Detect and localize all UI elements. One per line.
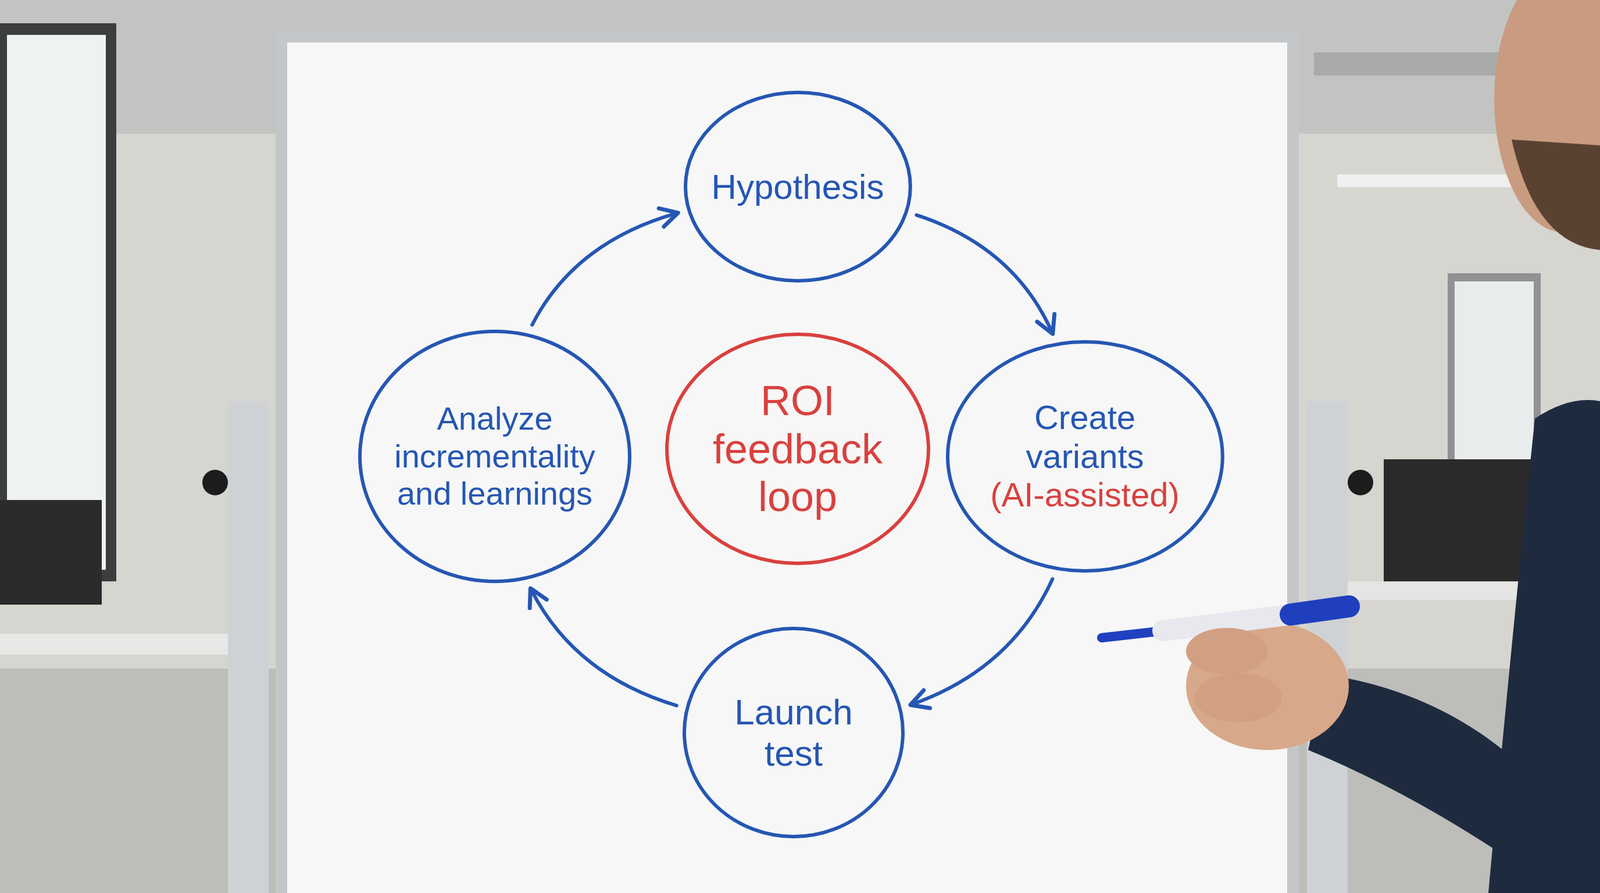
stand-knob [1347, 469, 1374, 496]
circle-stroke [359, 331, 630, 582]
arrow-head [910, 690, 931, 709]
hand [1186, 622, 1349, 750]
arrow-head [658, 208, 678, 227]
process-circle: Hypothesis [682, 89, 914, 284]
center-circle: ROI feedback loop [663, 331, 932, 567]
node-label: Hypothesis [711, 166, 885, 207]
stand-leg [227, 401, 269, 893]
circle-stroke [947, 341, 1223, 571]
whiteboard [287, 42, 1288, 893]
cycle-arrow [531, 208, 678, 325]
node-label: Analyze incrementality and learnings [388, 400, 601, 513]
node-label: Launch test [710, 691, 877, 775]
desk [0, 633, 245, 655]
window-frame [0, 23, 117, 582]
process-circle: Analyze incrementality and learnings [356, 328, 633, 585]
stand-knob [202, 469, 228, 496]
arrow-head [529, 588, 547, 609]
finger [1194, 673, 1282, 723]
arrow-line [916, 215, 1053, 334]
cycle-arrow [916, 215, 1055, 334]
cycle-arrow [910, 579, 1053, 709]
circle-stroke [684, 628, 903, 837]
node-label: ROI feedback loop [693, 376, 903, 521]
board-frame [275, 30, 1299, 893]
process-circle: Create variants(AI-assisted) [944, 338, 1226, 574]
window [6, 34, 106, 570]
arrow-line [530, 588, 677, 706]
circle-outline [681, 625, 906, 840]
beard [1511, 139, 1600, 250]
finger [1186, 627, 1268, 675]
circle-stroke [666, 334, 929, 564]
circle-stroke [685, 92, 911, 281]
arrow-line [531, 212, 678, 325]
node-label: Create variants [973, 398, 1197, 476]
arrow-line [910, 579, 1053, 706]
window [1454, 281, 1534, 469]
node-sublabel: (AI-assisted) [990, 475, 1180, 515]
process-circle: Launch test [681, 625, 906, 840]
arrow-head [1037, 313, 1055, 334]
window-frame [1447, 273, 1541, 477]
marker-cap [1290, 606, 1349, 615]
cycle-arrow [529, 588, 677, 706]
monitor [0, 500, 102, 605]
